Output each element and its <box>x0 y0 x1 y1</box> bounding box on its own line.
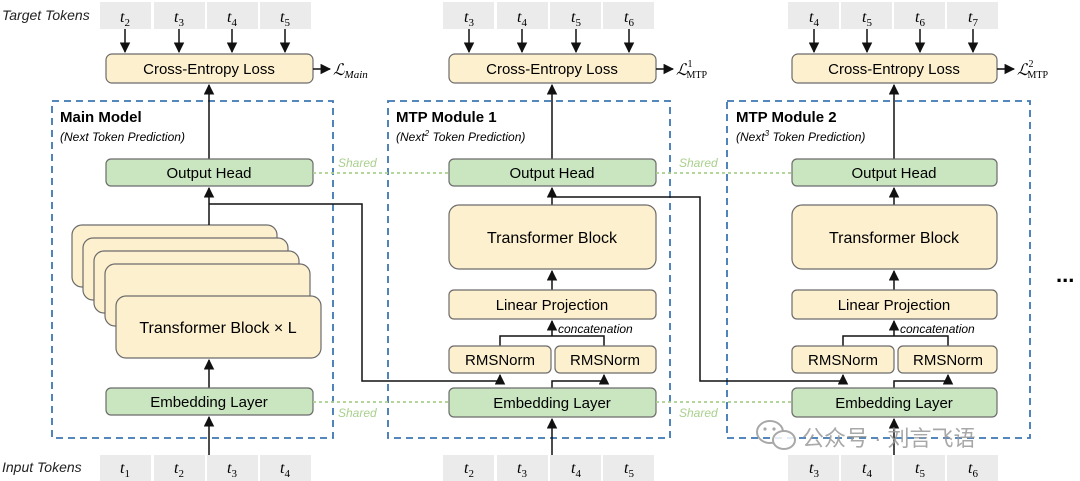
mtp2-subtitle: (Next3 Token Prediction) <box>736 129 865 144</box>
mtp2-linear-projection <box>791 289 998 320</box>
mtp1-subtitle: (Next2 Token Prediction) <box>396 129 525 144</box>
mtp2-linear-label: Linear Projection <box>838 297 951 314</box>
main-model-frame <box>51 100 334 439</box>
mtp2-rmsnorm-left <box>791 345 895 374</box>
token: t4 <box>862 460 872 480</box>
token: t1 <box>120 460 130 480</box>
mtp1-output-head-label: Output Head <box>509 165 594 182</box>
main-model-subtitle: (Next Token Prediction) <box>60 130 185 144</box>
main-loss-label: Cross-Entropy Loss <box>143 61 275 78</box>
mtp2-frame <box>726 100 1031 439</box>
token: t3 <box>174 9 184 29</box>
watermark: 公众号 · 刘言飞语 <box>756 420 976 451</box>
token: t6 <box>915 9 925 29</box>
mtp1-concatenation-label: concatenation <box>558 322 633 336</box>
shared-label: Shared <box>338 406 377 420</box>
mtp1-rmsnorm-right-label: RMSNorm <box>570 352 640 369</box>
main-embedding-label: Embedding Layer <box>150 394 268 411</box>
token: t3 <box>227 460 237 480</box>
token: t4 <box>517 9 527 29</box>
mtp2-transformer-label: Transformer Block <box>829 230 960 247</box>
mtp2-title: MTP Module 2 <box>736 109 837 126</box>
token: t6 <box>624 9 634 29</box>
cross-module-connections <box>209 196 849 385</box>
mtp1-embedding-label: Embedding Layer <box>493 395 611 412</box>
mtp1-transformer-label: Transformer Block <box>487 230 618 247</box>
mtp2-rmsnorm-right <box>897 345 998 374</box>
token: t5 <box>624 460 634 480</box>
shared-label: Shared <box>679 156 718 170</box>
token: t4 <box>227 9 237 29</box>
mtp1-transformer-block <box>448 204 657 270</box>
shared-connectors: Shared Shared Shared Shared <box>313 156 792 420</box>
mtp1-linear-label: Linear Projection <box>496 297 609 314</box>
token: t5 <box>915 460 925 480</box>
shared-label: Shared <box>338 156 377 170</box>
mtp2-concatenation-label: concatenation <box>900 322 975 336</box>
main-transformer-stack: Transformer Block × L <box>71 224 322 359</box>
token: t2 <box>174 460 184 480</box>
mtp2-rmsnorm-right-label: RMSNorm <box>913 352 983 369</box>
mtp2-embedding-label: Embedding Layer <box>835 395 953 412</box>
main-model: t2 t3 t4 t5 Cross-Entropy Loss ℒMain Mai… <box>51 2 368 481</box>
more-modules-ellipsis: ... <box>1056 262 1074 287</box>
token: t4 <box>809 9 819 29</box>
watermark-text: 公众号 · 刘言飞语 <box>802 426 976 451</box>
mtp1-rmsnorm-right <box>554 345 657 374</box>
mtp2-input-tokens: t3 t4 t5 t6 <box>788 455 998 481</box>
token: t4 <box>571 460 581 480</box>
token: t6 <box>968 460 978 480</box>
wechat-icon <box>756 420 796 450</box>
mtp2-output-head-label: Output Head <box>851 165 936 182</box>
main-loss-symbol: ℒMain <box>333 62 368 81</box>
main-model-title: Main Model <box>60 109 142 126</box>
token: t5 <box>862 9 872 29</box>
token: t3 <box>464 9 474 29</box>
mtp2-target-tokens: t4 t5 t6 t7 <box>788 2 998 29</box>
mtp2-embedding-layer <box>791 387 998 418</box>
token: t3 <box>809 460 819 480</box>
mtp1-target-tokens: t3 t4 t5 t6 <box>443 2 654 29</box>
main-output-head-label: Output Head <box>166 165 251 182</box>
mtp1-frame <box>387 100 671 439</box>
token: t4 <box>280 460 290 480</box>
main-input-tokens: t1 t2 t3 t4 <box>100 455 311 481</box>
token: t2 <box>120 9 130 29</box>
mtp1-rmsnorm-left <box>448 345 552 374</box>
input-tokens-label: Input Tokens <box>2 459 82 475</box>
mtp1-linear-projection <box>448 289 657 320</box>
mtp2-rmsnorm-left-label: RMSNorm <box>808 352 878 369</box>
token: t5 <box>571 9 581 29</box>
token: t3 <box>517 460 527 480</box>
mtp2-transformer-block <box>791 204 998 270</box>
main-target-tokens: t2 t3 t4 t5 <box>100 2 311 29</box>
mtp1-rmsnorm-left-label: RMSNorm <box>465 352 535 369</box>
shared-label: Shared <box>679 406 718 420</box>
token: t2 <box>464 460 474 480</box>
mtp1-title: MTP Module 1 <box>396 109 497 126</box>
mtp1-input-tokens: t2 t3 t4 t5 <box>443 455 654 481</box>
mtp1-loss-label: Cross-Entropy Loss <box>486 61 618 78</box>
main-transformer-label: Transformer Block × L <box>139 320 296 337</box>
token: t7 <box>968 9 978 29</box>
mtp2-loss-label: Cross-Entropy Loss <box>828 61 960 78</box>
token: t5 <box>280 9 290 29</box>
target-tokens-label: Target Tokens <box>2 7 90 23</box>
mtp2-output-head <box>791 158 998 187</box>
